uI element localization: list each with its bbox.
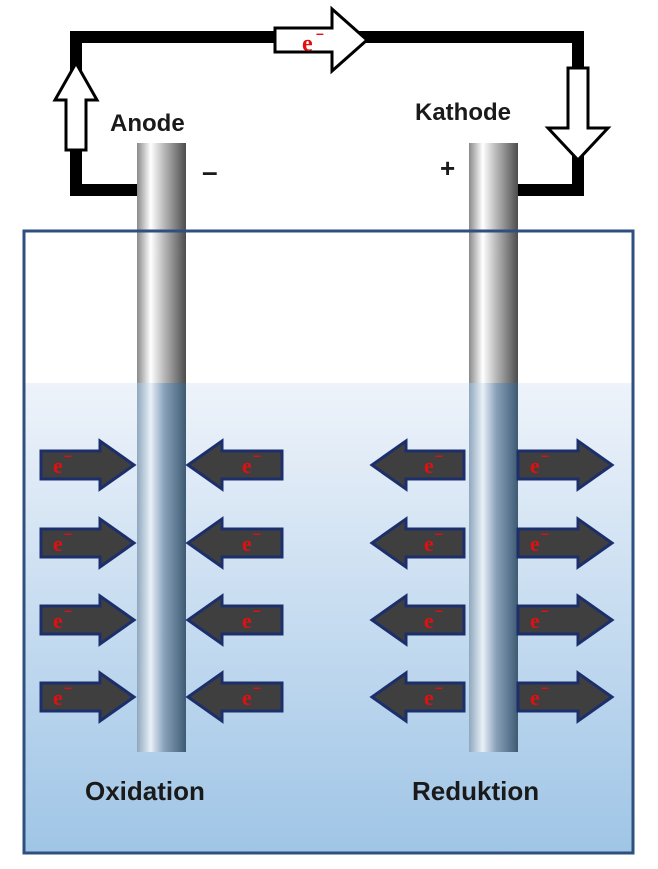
electron-charge: – xyxy=(541,679,549,695)
electron-charge: – xyxy=(64,679,72,695)
electron-charge: – xyxy=(435,447,443,463)
right-electron-arrow-icon xyxy=(39,593,137,647)
top-electron-charge: – xyxy=(316,25,324,41)
left-electron-arrow-icon xyxy=(369,670,466,724)
electron-symbol: e xyxy=(530,608,540,633)
electron-charge: – xyxy=(64,602,72,618)
right-electron-arrow-icon xyxy=(516,516,615,570)
electron-charge: – xyxy=(64,525,72,541)
electron-charge: – xyxy=(253,525,261,541)
right-electron-arrow-icon xyxy=(516,593,615,647)
right-electron-arrow-icon xyxy=(39,438,137,492)
electron-symbol: e xyxy=(53,453,63,478)
cathode-electrode xyxy=(469,143,518,752)
right-electron-arrow-icon xyxy=(39,670,137,724)
anode-sign: – xyxy=(202,156,218,187)
electron-charge: – xyxy=(253,447,261,463)
electron-symbol: e xyxy=(53,608,63,633)
electron-charge: – xyxy=(435,679,443,695)
cathode-sign: + xyxy=(440,153,455,183)
left-electron-arrow-icon xyxy=(185,670,284,724)
electron-charge: – xyxy=(253,679,261,695)
right-electron-arrow-icon xyxy=(516,438,615,492)
electron-charge: – xyxy=(253,602,261,618)
electron-charge: – xyxy=(541,525,549,541)
anode-label: Anode xyxy=(110,110,185,137)
beaker-outline xyxy=(22,229,635,855)
electron-charge: – xyxy=(64,447,72,463)
left-electron-arrow-icon xyxy=(369,516,466,570)
cathode-label: Kathode xyxy=(415,99,511,126)
electron-arrows: e–e–e–e–e–e–e–e–e–e–e–e–e–e–e–e– xyxy=(39,438,615,724)
electron-symbol: e xyxy=(242,453,252,478)
right-electron-arrow-icon xyxy=(516,670,615,724)
electron-symbol: e xyxy=(530,685,540,710)
electron-symbol: e xyxy=(424,608,434,633)
up-arrow-icon xyxy=(52,59,100,152)
electron-symbol: e xyxy=(242,685,252,710)
left-electron-arrow-icon xyxy=(185,516,284,570)
electron-charge: – xyxy=(541,447,549,463)
right-electron-arrow-icon xyxy=(39,516,137,570)
oxidation-label: Oxidation xyxy=(85,776,205,806)
electron-symbol: e xyxy=(530,453,540,478)
electron-symbol: e xyxy=(53,531,63,556)
beaker-air xyxy=(24,231,633,383)
electron-charge: – xyxy=(541,602,549,618)
electron-symbol: e xyxy=(530,531,540,556)
electron-charge: – xyxy=(435,525,443,541)
electron-symbol: e xyxy=(424,531,434,556)
electron-symbol: e xyxy=(53,685,63,710)
left-electron-arrow-icon xyxy=(369,438,466,492)
top-electron-arrow-icon xyxy=(273,5,370,75)
left-electron-arrow-icon xyxy=(185,593,284,647)
reduktion-label: Reduktion xyxy=(412,776,539,806)
top-electron-symbol: e xyxy=(302,31,313,57)
left-electron-arrow-icon xyxy=(185,438,284,492)
anode-electrode xyxy=(137,143,186,752)
electron-symbol: e xyxy=(242,531,252,556)
left-electron-arrow-icon xyxy=(369,593,466,647)
electron-charge: – xyxy=(435,602,443,618)
electron-symbol: e xyxy=(424,453,434,478)
down-arrow-icon xyxy=(544,66,612,163)
electron-symbol: e xyxy=(242,608,252,633)
electron-symbol: e xyxy=(424,685,434,710)
